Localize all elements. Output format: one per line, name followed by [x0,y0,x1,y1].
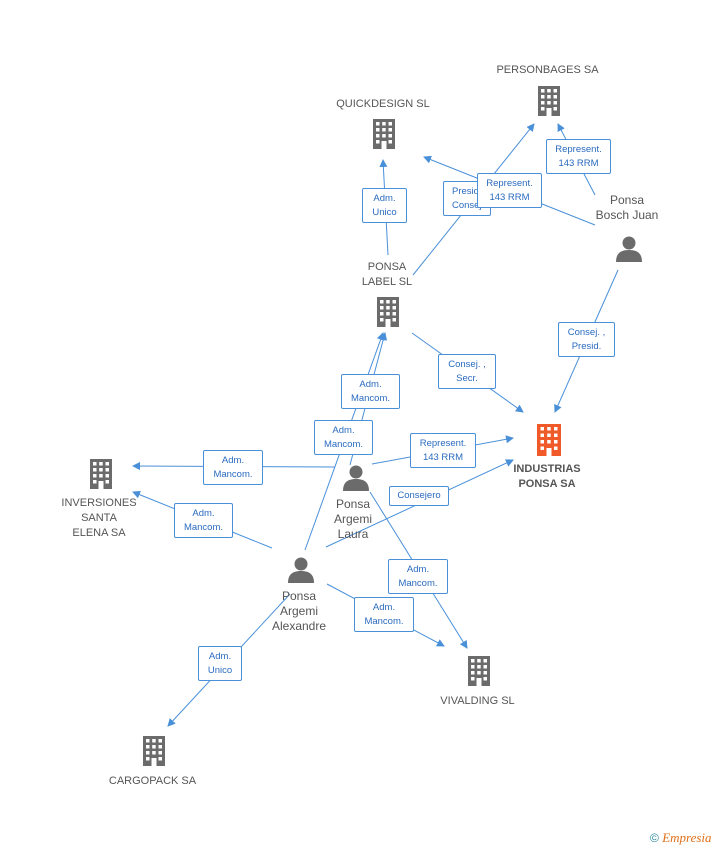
inversiones-line3: ELENA SA [72,527,126,539]
bosch-juan-line2: Bosch Juan [595,208,659,222]
relation-text: Represent. [555,143,602,155]
ponsa-label-label[interactable]: PONSA LABEL SL [337,260,437,290]
relation-text: Consej... [452,199,490,211]
relation-text: Adm. [332,424,355,436]
inversiones-building-icon[interactable] [90,459,112,489]
quickdesign-label[interactable]: QUICKDESIGN SL [336,98,430,110]
argemi-alexandre-line1: Ponsa [281,589,317,603]
relation-laura-label[interactable]: Adm. Mancom. [341,374,400,409]
industrias-line1: INDUSTRIAS [513,463,581,475]
argemi-alexandre-label[interactable]: Ponsa Argemi Alexandre [249,589,349,634]
inversiones-label[interactable]: INVERSIONES SANTA ELENA SA [49,496,149,541]
relation-text: Represent. [419,437,467,449]
cargopack-building-icon[interactable] [143,736,165,766]
relation-text: Secr. [456,372,478,384]
argemi-laura-label[interactable]: Ponsa Argemi Laura [303,497,403,542]
relation-alex-vivalding[interactable]: Adm. Mancom. [354,597,414,632]
relation-text: Mancom. [350,392,391,404]
cargopack-label[interactable]: CARGOPACK SA [108,775,197,787]
relation-text: Mancom. [213,468,253,480]
relation-text: Consej. , [567,326,606,338]
ponsa-label-line2: LABEL SL [361,276,413,288]
personbages-label[interactable]: PERSONBAGES SA [496,64,599,76]
relation-alex-cargopack[interactable]: Adm. Unico [198,646,242,681]
relation-text: Adm. [192,507,215,519]
quickdesign-building-icon[interactable] [373,119,395,149]
argemi-laura-line3: Laura [337,527,369,541]
argemi-laura-line2: Argemi [333,512,372,526]
argemi-alexandre-line2: Argemi [279,604,318,618]
relation-text: Mancom. [183,521,224,533]
relation-laura-vivalding[interactable]: Adm. Mancom. [388,559,448,594]
personbages-building-icon[interactable] [538,86,560,116]
relation-text: 143 RRM [558,157,599,169]
footer-brand[interactable]: © Empresia [650,830,712,846]
relation-text: Mancom. [364,615,404,627]
relation-text: Mancom. [398,577,438,589]
relation-text: Consej. , [448,358,486,370]
relation-alex-label[interactable]: Adm. Mancom. [314,420,373,455]
relation-text: Adm. [372,601,396,613]
relation-text: Adm. [221,454,245,466]
relation-text: Adm. [208,650,232,662]
relation-bosch-industrias[interactable]: Consej. , Presid. [558,322,615,357]
argemi-alexandre-line3: Alexandre [271,619,327,633]
inversiones-line1: INVERSIONES [61,497,137,509]
inversiones-line2: SANTA [81,512,117,524]
relation-laura-industrias[interactable]: Represent. 143 RRM [410,433,476,468]
bosch-juan-line1: Ponsa [609,193,645,207]
vivalding-label[interactable]: VIVALDING SL [440,695,515,707]
relation-alex-inversiones[interactable]: Adm. Mancom. [174,503,233,538]
bosch-juan-person-icon[interactable] [616,236,642,263]
ponsa-label-building-icon[interactable] [377,297,399,327]
argemi-laura-person-icon[interactable] [343,465,369,492]
relation-bosch-personbages[interactable]: Represent. 143 RRM [546,139,611,174]
industrias-label[interactable]: INDUSTRIAS PONSA SA [497,462,597,492]
bosch-juan-label[interactable]: Ponsa Bosch Juan [577,193,677,223]
industrias-building-icon[interactable] [537,424,561,456]
relation-text: Adm. [359,378,382,390]
relation-bosch-quickdesign[interactable]: Represent. 143 RRM [477,173,542,208]
argemi-alexandre-person-icon[interactable] [288,557,314,584]
relation-text: 143 RRM [489,191,530,203]
relation-text: Unico [372,206,397,218]
relation-alex-industrias[interactable]: Consejero [389,486,449,506]
copyright-icon: © [650,831,659,845]
relation-text: Mancom. [323,438,364,450]
vivalding-building-icon[interactable] [468,656,490,686]
relation-text: Consejero [397,490,441,501]
relation-laura-inversiones[interactable]: Adm. Mancom. [203,450,263,485]
relation-text: Adm. [373,192,396,204]
relation-text: 143 RRM [422,451,464,463]
relation-text: Presid. [452,185,482,197]
relation-text: Represent. [486,177,533,189]
brand-name: Empresia [662,830,712,845]
relation-text: Unico [207,664,233,676]
argemi-laura-line1: Ponsa [335,497,371,511]
industrias-line2: PONSA SA [518,478,576,490]
relation-label-industrias[interactable]: Consej. , Secr. [438,354,496,389]
relation-text: Presid. [571,340,602,352]
relation-label-quickdesign[interactable]: Adm. Unico [362,188,407,223]
ponsa-label-line1: PONSA [367,261,407,273]
relation-text: Adm. [406,563,430,575]
